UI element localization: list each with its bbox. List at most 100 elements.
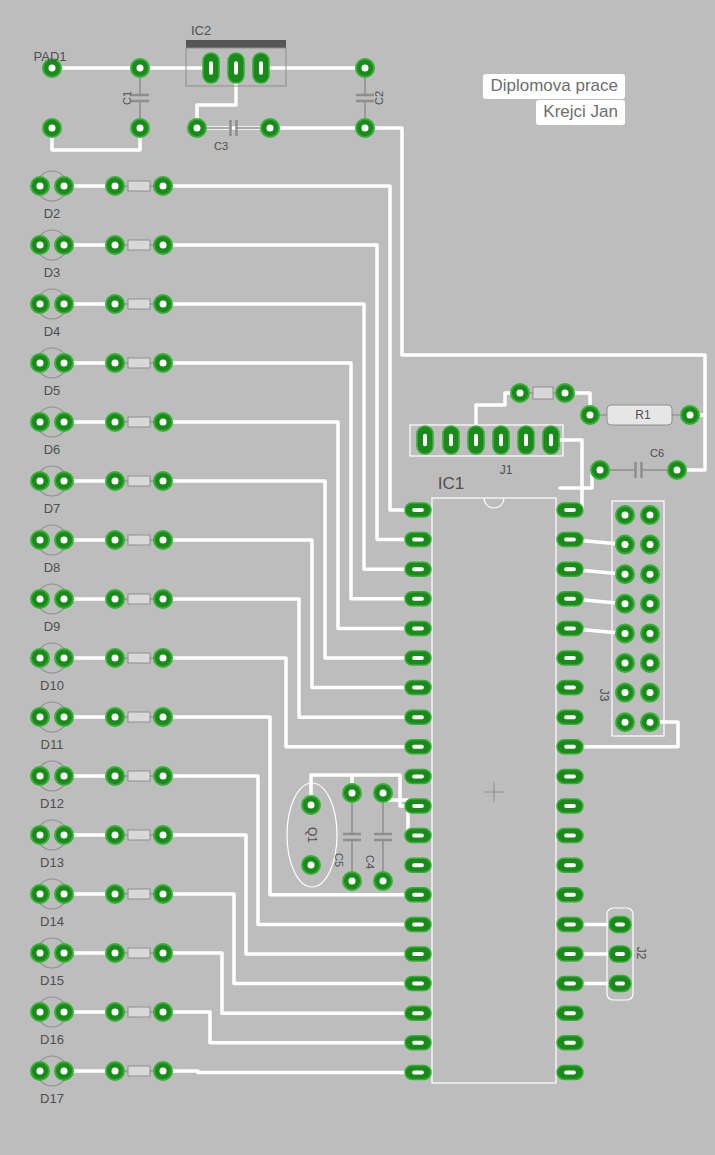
- through-hole-pad: [302, 856, 320, 874]
- drill-hole: [37, 242, 44, 249]
- through-hole-pad: [641, 565, 659, 583]
- drill-hole: [647, 719, 654, 726]
- oval-pad: [609, 946, 631, 962]
- through-hole-pad: [31, 295, 49, 313]
- led-outline: [37, 702, 67, 732]
- drill-hole: [112, 301, 119, 308]
- copper-trace: [163, 186, 418, 510]
- drill-hole: [61, 183, 68, 190]
- drill-hole: [412, 567, 424, 571]
- oval-pad: [405, 888, 431, 902]
- regulator-outline: [186, 48, 286, 86]
- resistor-symbol: [128, 712, 150, 722]
- drill-hole: [160, 419, 167, 426]
- drill-hole: [564, 597, 576, 601]
- drill-hole: [412, 922, 424, 926]
- through-hole-pad: [55, 708, 73, 726]
- drill-hole: [37, 714, 44, 721]
- through-hole-pad: [356, 119, 374, 137]
- through-hole-pad: [31, 944, 49, 962]
- led-outline: [37, 348, 67, 378]
- drill-hole: [112, 183, 119, 190]
- drill-hole: [49, 65, 56, 72]
- through-hole-pad: [154, 649, 172, 667]
- resistor-symbol: [128, 181, 150, 191]
- through-hole-pad: [154, 590, 172, 608]
- drill-hole: [112, 832, 119, 839]
- header-outline: [607, 908, 633, 1000]
- oval-pad: [609, 916, 631, 932]
- drill-hole: [564, 656, 576, 660]
- drill-hole: [412, 804, 424, 808]
- copper-trace: [163, 245, 418, 540]
- drill-hole: [412, 834, 424, 838]
- drill-hole: [137, 65, 144, 72]
- drill-hole: [412, 626, 424, 630]
- through-hole-pad: [616, 654, 634, 672]
- led-outline: [37, 643, 67, 673]
- drill-hole: [61, 301, 68, 308]
- drill-hole: [37, 183, 44, 190]
- oval-pad: [468, 426, 484, 454]
- drill-hole: [160, 183, 167, 190]
- led-outline: [37, 584, 67, 614]
- copper-trace: [163, 304, 418, 569]
- resistor-symbol: [128, 771, 150, 781]
- copper-trace: [52, 128, 140, 150]
- through-hole-pad: [261, 119, 279, 137]
- drill-hole: [160, 301, 167, 308]
- drill-hole: [564, 715, 576, 719]
- through-hole-pad: [31, 177, 49, 195]
- copper-trace: [365, 128, 705, 470]
- copper-trace: [197, 126, 365, 130]
- part-designator: IC2: [191, 24, 211, 37]
- through-hole-pad: [154, 354, 172, 372]
- silkscreen-line: [374, 839, 392, 842]
- through-hole-pad: [641, 506, 659, 524]
- oval-pad: [405, 829, 431, 843]
- through-hole-pad: [131, 59, 149, 77]
- drill-hole: [362, 65, 369, 72]
- resistor-symbol: [533, 387, 553, 399]
- through-hole-pad: [31, 354, 49, 372]
- copper-trace: [163, 1071, 418, 1072]
- part-designator: D11: [41, 738, 64, 751]
- part-designator: D2: [44, 207, 61, 220]
- drill-hole: [259, 61, 263, 75]
- part-designator: C6: [650, 448, 664, 459]
- drill-hole: [564, 1070, 576, 1074]
- through-hole-pad: [55, 767, 73, 785]
- through-hole-pad: [616, 624, 634, 642]
- oval-pad: [557, 888, 583, 902]
- drill-hole: [517, 390, 524, 397]
- copper-trace: [163, 953, 418, 1013]
- drill-hole: [194, 125, 201, 132]
- drill-hole: [622, 630, 629, 637]
- name-plate: Krejci Jan: [536, 100, 625, 125]
- drill-hole: [622, 719, 629, 726]
- through-hole-pad: [55, 590, 73, 608]
- resistor-symbol: [128, 358, 150, 368]
- drill-hole: [587, 412, 594, 419]
- drill-hole: [61, 832, 68, 839]
- drill-hole: [49, 125, 56, 132]
- drill-hole: [622, 689, 629, 696]
- through-hole-pad: [106, 649, 124, 667]
- oval-pad: [405, 710, 431, 724]
- drill-hole: [622, 541, 629, 548]
- trace-layer: [52, 68, 705, 1072]
- through-hole-pad: [641, 713, 659, 731]
- drill-hole: [412, 745, 424, 749]
- drill-hole: [647, 512, 654, 519]
- through-hole-pad: [131, 119, 149, 137]
- through-hole-pad: [641, 684, 659, 702]
- through-hole-pad: [55, 531, 73, 549]
- oval-pad: [405, 769, 431, 783]
- part-designator: IC1: [438, 475, 464, 492]
- drill-hole: [412, 893, 424, 897]
- oval-pad: [405, 533, 431, 547]
- drill-hole: [622, 660, 629, 667]
- through-hole-pad: [556, 384, 574, 402]
- through-hole-pad: [55, 472, 73, 490]
- drill-hole: [61, 1068, 68, 1075]
